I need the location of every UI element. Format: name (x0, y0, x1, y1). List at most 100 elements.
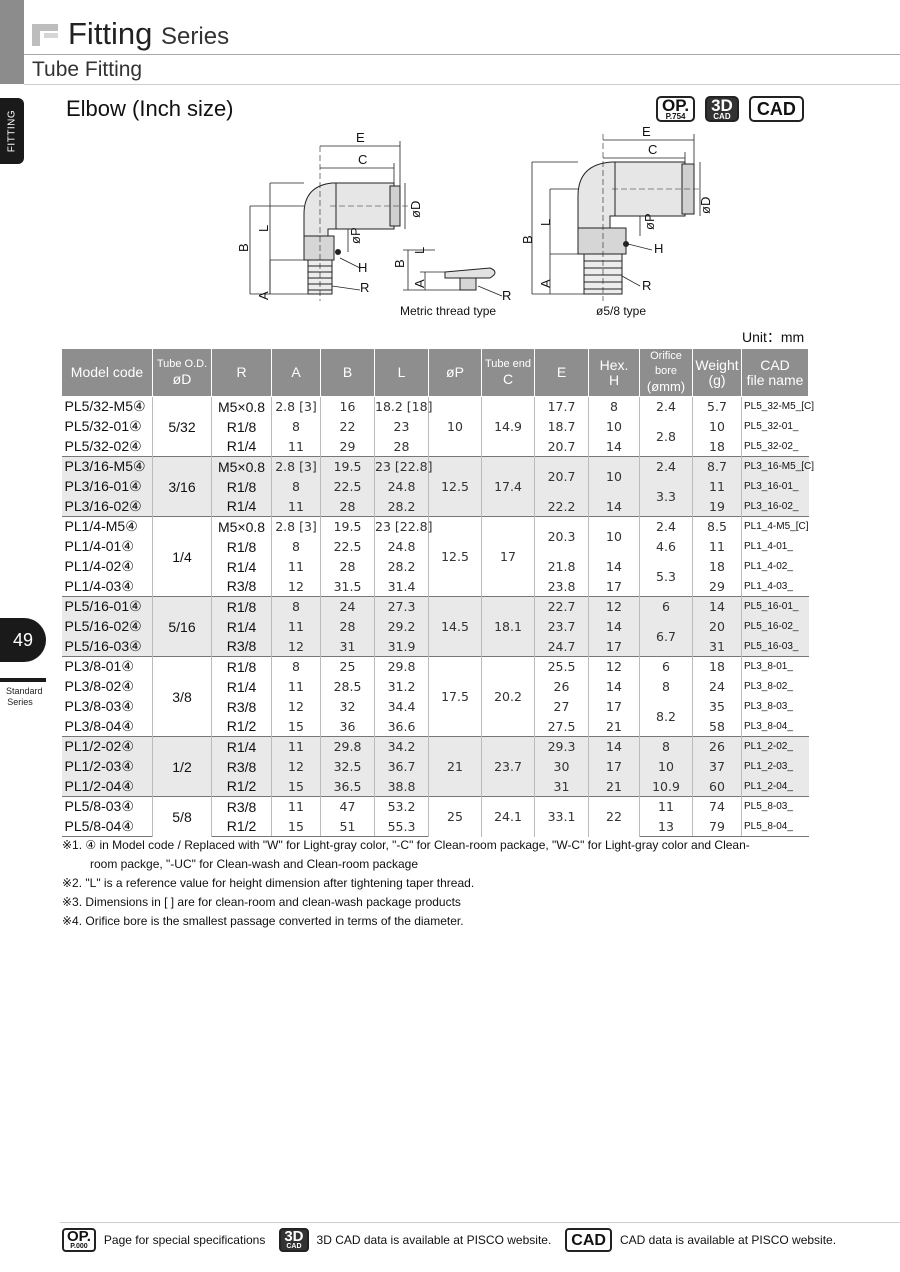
table-row: PL5/16-02④ R1/4 11 28 29.2 23.7 14 6.7 2… (61, 616, 809, 657)
cell-e: 33.1 (534, 796, 589, 837)
3d-badge-main: 3D (711, 95, 733, 115)
cell-orifice: 10 (639, 756, 693, 777)
cell-model: PL3/8-03④ (61, 696, 153, 717)
col-r: R (211, 348, 272, 397)
cell-p: 10 (428, 396, 482, 457)
cell-b: 29 (320, 436, 375, 457)
cell-e: 24.7 (534, 636, 589, 657)
cell-l: 24.8 (374, 476, 429, 497)
dim-label-e-58: E (642, 124, 651, 139)
dim-label-r-metric: R (502, 288, 511, 303)
cell-weight: 18 (692, 436, 742, 457)
fitting-logo-icon (32, 24, 58, 46)
cell-a: 8 (271, 536, 321, 557)
dim-label-h: H (358, 260, 367, 275)
cell-e: 29.3 (534, 736, 589, 757)
col-a: A (271, 348, 321, 397)
cell-weight: 79 (692, 816, 742, 837)
cell-l: 36.7 (374, 756, 429, 777)
cell-a: 8 (271, 596, 321, 617)
table-row: PL5/32-M5④ 5/32 M5×0.8 2.8 [3] 16 18.2 [… (61, 396, 814, 457)
table-row: PL3/8-02④ R1/4 11 28.5 31.2 26 14 8 24 P… (61, 676, 809, 697)
cell-r: M5×0.8 (211, 516, 272, 537)
cell-cad: PL5_16-01_ (741, 596, 809, 617)
cell-a: 2.8 [3] (271, 456, 321, 477)
cell-h: 14 (588, 616, 640, 637)
elbow-dimension-drawing: E C øD øP H B L A R B L A R (236, 124, 713, 303)
cell-weight: 58 (692, 716, 742, 737)
cell-h: 14 (588, 436, 640, 457)
cell-b: 24 (320, 596, 375, 617)
cell-a: 12 (271, 576, 321, 597)
cell-a: 15 (271, 776, 321, 797)
cad-badge: CAD (748, 96, 804, 122)
cell-od: 3/8 (152, 656, 212, 737)
col-orifice-2: (ømm) (646, 379, 686, 394)
cell-cad: PL3_8-04_ (741, 716, 809, 737)
spec-table: Model code Tube O.D.øD R A B L øP Tube e… (61, 348, 814, 837)
cell-model: PL5/8-04④ (61, 816, 153, 837)
footer-divider (60, 1222, 900, 1223)
cell-b: 22.5 (320, 476, 375, 497)
cell-e: 27 (534, 696, 589, 717)
cell-weight: 31 (692, 636, 742, 657)
section-title: Elbow (Inch size) (66, 96, 234, 121)
col-orifice: Orifice bore(ømm) (639, 348, 693, 397)
col-p: øP (428, 348, 482, 397)
dim-label-l-58: L (538, 219, 553, 226)
cell-e: 26 (534, 676, 589, 697)
cell-a: 11 (271, 556, 321, 577)
cell-b: 47 (320, 796, 375, 817)
dim-label-r: R (360, 280, 369, 295)
cell-model: PL3/16-02④ (61, 496, 153, 517)
note-3: ※3. Dimensions in [ ] are for clean-room… (62, 895, 461, 909)
footer-op-main: OP. (67, 1228, 91, 1245)
cell-model: PL1/4-M5④ (61, 516, 153, 537)
table-row: PL1/2-02④ 1/2 R1/4 11 29.8 34.2 21 23.7 … (61, 736, 809, 797)
col-e: E (534, 348, 589, 397)
cell-a: 11 (271, 796, 321, 817)
col-cad-1: CAD (760, 356, 790, 373)
cell-l: 27.3 (374, 596, 429, 617)
cell-b: 32.5 (320, 756, 375, 777)
cell-l: 28.2 (374, 556, 429, 577)
cell-l: 36.6 (374, 716, 429, 737)
cell-p: 12.5 (428, 516, 482, 597)
table-row: PL1/4-01④ R1/8 8 22.5 24.8 4.6 11 PL1_4-… (61, 536, 809, 557)
cell-model: PL3/8-02④ (61, 676, 153, 697)
cell-model: PL3/16-01④ (61, 476, 153, 497)
cell-c: 20.2 (481, 656, 535, 737)
cell-orifice: 11 (639, 796, 693, 817)
cell-l: 23 [22.8] (374, 516, 432, 537)
table-row: PL3/16-02④ R1/4 11 28 28.2 22.2 14 19 PL… (61, 496, 809, 517)
cell-e: 20.7 (534, 436, 589, 457)
cell-orifice: 10.9 (639, 776, 693, 797)
cell-a: 2.8 [3] (271, 516, 321, 537)
col-tube-od: Tube O.D.øD (152, 348, 212, 397)
cell-weight: 14 (692, 596, 742, 617)
col-b: B (320, 348, 375, 397)
cell-orifice: 2.4 (639, 516, 693, 537)
elbow-58-figure (577, 134, 700, 301)
cell-cad: PL1_4-03_ (741, 576, 809, 597)
cell-h: 14 (588, 556, 640, 577)
cell-r: M5×0.8 (211, 456, 272, 477)
cell-h: 21 (588, 716, 640, 737)
cell-model: PL1/2-02④ (61, 736, 153, 757)
cell-l: 38.8 (374, 776, 429, 797)
cell-cad: PL3_16-02_ (741, 496, 809, 517)
cell-e: 22.2 (534, 496, 589, 517)
cell-e: 27.5 (534, 716, 589, 737)
footer-cad-badge: CAD (565, 1228, 612, 1252)
table-header-row: Model code Tube O.D.øD R A B L øP Tube e… (61, 348, 809, 397)
cell-r: R1/4 (211, 736, 272, 757)
cell-model: PL5/32-M5④ (61, 396, 153, 417)
cell-cad: PL5_32-02_ (741, 436, 809, 457)
cell-model: PL3/8-04④ (61, 716, 153, 737)
cell-a: 11 (271, 496, 321, 517)
table-row: PL5/32-02④ R1/4 11 29 28 20.7 14 18 PL5_… (61, 436, 809, 457)
cell-model: PL5/16-01④ (61, 596, 153, 617)
dim-label-a-58: A (538, 279, 553, 288)
cell-cad: PL3_16-01_ (741, 476, 809, 497)
cell-b: 29.8 (320, 736, 375, 757)
